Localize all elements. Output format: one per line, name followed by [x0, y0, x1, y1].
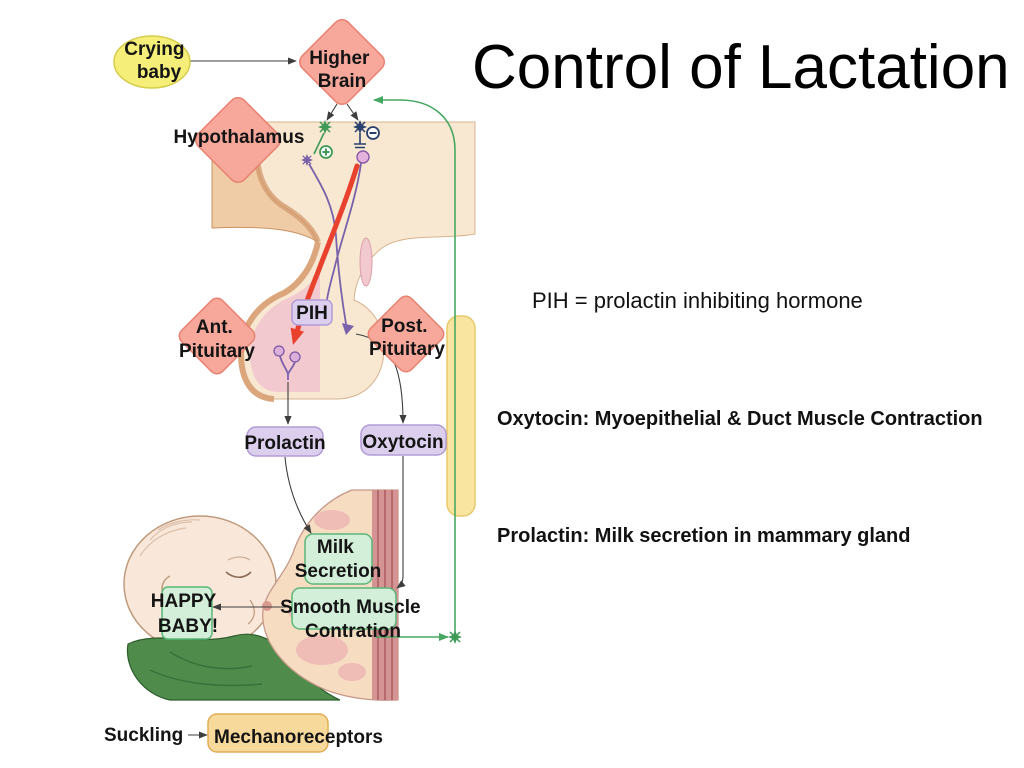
smooth-muscle-line: Smooth Muscle — [280, 597, 420, 618]
excitatory-pathway-line — [313, 132, 325, 155]
anterior-pituitary-lobe — [250, 268, 320, 392]
inhibition-bar-icon — [354, 133, 366, 149]
navy-star-icon — [353, 120, 367, 134]
lactotroph-output — [279, 355, 296, 380]
spinal-feedback-arrow — [373, 96, 456, 632]
crying-baby-label: Crying baby — [124, 39, 189, 83]
happy-baby-line: BABY! — [158, 616, 218, 637]
pih-neuron-body — [356, 150, 370, 164]
milk-secretion-line: Milk — [317, 537, 354, 558]
prolactin-label: Prolactin — [244, 433, 325, 454]
mechanoreceptors-label: Mechanoreceptors — [214, 727, 383, 748]
mechanoreceptors-node — [207, 713, 329, 753]
post-pituitary-line: Pituitary — [369, 339, 445, 360]
pih-label: PIH — [296, 303, 328, 324]
mammary-lobule — [338, 663, 366, 681]
crying-baby-line: baby — [137, 62, 182, 83]
brain-to-excitatory-arrow — [326, 103, 338, 121]
happy-baby-line: HAPPY — [151, 591, 217, 612]
oxytocin-node — [360, 424, 447, 456]
happy-baby-node — [161, 586, 213, 640]
pars-tuberalis — [359, 237, 373, 287]
ant-pituitary-line: Pituitary — [179, 341, 255, 362]
higher-brain-line: Brain — [318, 71, 367, 92]
milk-secretion-node — [304, 533, 373, 585]
post-pituitary-label: Post. Pituitary — [369, 316, 445, 360]
mammary-lobule — [314, 510, 350, 530]
lactotroph-cell — [273, 345, 285, 357]
higher-brain-label: Higher Brain — [309, 48, 374, 92]
post-pituitary-node — [367, 295, 445, 373]
milk-secretion-label: Milk Secretion — [295, 537, 382, 582]
oxytocin-label: Oxytocin — [362, 432, 443, 453]
baby-eyebrow — [227, 556, 251, 561]
oxytocin-effect-note: Oxytocin: Myoepithelial & Duct Muscle Co… — [497, 408, 983, 430]
hypothalamus-node — [195, 97, 281, 183]
pih-arrowhead — [290, 327, 304, 345]
baby-hair — [139, 519, 201, 557]
baby-cheek — [247, 599, 255, 625]
spinal-cord-bar — [446, 315, 476, 517]
green-star-icon — [318, 120, 332, 134]
smooth-muscle-label: Smooth Muscle Contration — [280, 597, 426, 642]
post-pituitary-line: Post. — [381, 316, 427, 337]
higher-brain-node — [299, 19, 385, 105]
green-star-icon — [448, 630, 462, 644]
pituitary-stalk-edge — [237, 241, 321, 402]
higher-brain-line: Higher — [309, 48, 370, 69]
prolactin-to-milk-arrow — [284, 456, 312, 534]
pih-definition-note: PIH = prolactin inhibiting hormone — [532, 288, 863, 313]
lactotroph-cell — [289, 351, 301, 363]
crying-baby-node — [113, 35, 191, 89]
blanket-folds — [149, 651, 263, 687]
plus-circle-icon — [319, 145, 333, 159]
brain-to-inhibitory-arrow — [346, 103, 359, 121]
brain-pituitary-illustration — [211, 103, 476, 402]
oxytocin-neuron-axon — [308, 163, 347, 325]
baby-closed-eye — [225, 571, 252, 579]
smooth-muscle-line: Contration — [305, 621, 401, 642]
prolactin-node — [246, 426, 324, 457]
happy-baby-label: HAPPY BABY! — [151, 591, 221, 637]
ant-pituitary-line: Ant. — [196, 317, 233, 338]
oxytocin-to-muscle-arrow — [396, 456, 406, 589]
pih-neuron-axon — [326, 162, 362, 301]
mammary-lobule — [296, 635, 348, 665]
suckling-label: Suckling — [104, 725, 183, 746]
nipple — [262, 601, 272, 611]
ant-pituitary-label: Ant. Pituitary — [179, 317, 255, 362]
milk-secretion-line: Secretion — [295, 561, 382, 582]
purple-star-icon — [301, 154, 313, 166]
prolactin-effect-note: Prolactin: Milk secretion in mammary gla… — [497, 525, 910, 547]
axon-terminal-triangle — [342, 323, 354, 335]
hypothalamus-label: Hypothalamus — [174, 127, 305, 148]
minus-circle-icon — [366, 126, 380, 140]
slide-title: Control of Lactation — [472, 33, 1010, 102]
smooth-muscle-node — [291, 587, 397, 630]
crying-baby-line: Crying — [124, 39, 184, 60]
pih-node — [291, 299, 333, 326]
ant-pituitary-node — [178, 297, 256, 375]
